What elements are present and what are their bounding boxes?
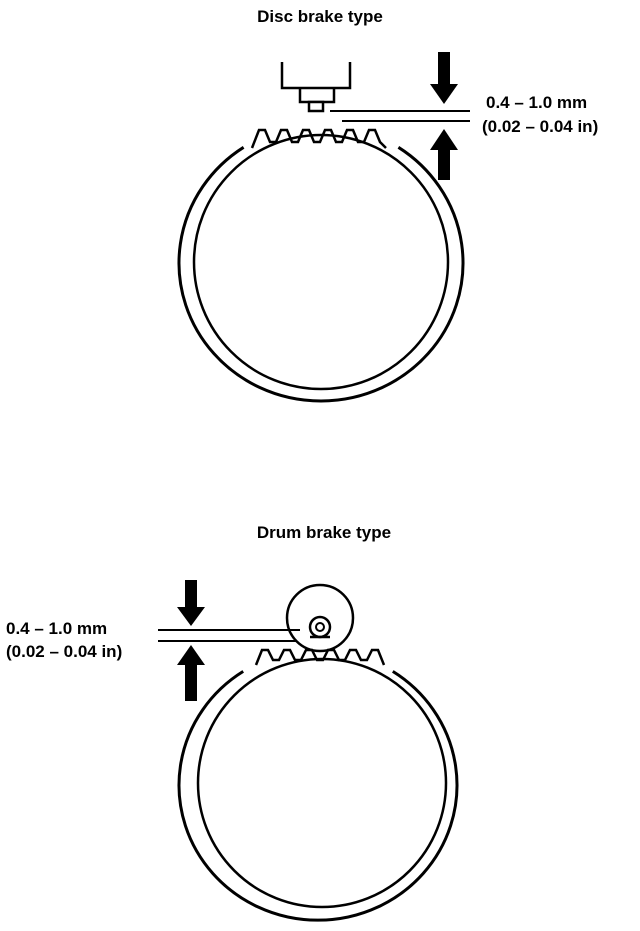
- disc-brake-diagram: Disc brake type 0.4 – 1.0 mm (0.0: [177, 7, 598, 403]
- drum-brake-diagram: Drum brake type 0.4 – 1.0 mm: [6, 523, 459, 922]
- drum-gap-lines: [158, 629, 300, 642]
- disc-sensor: [280, 62, 352, 113]
- disc-arrow-down-icon: [430, 52, 458, 104]
- disc-title: Disc brake type: [257, 7, 383, 26]
- drum-arrow-up-icon: [177, 645, 205, 701]
- drum-gap-mm: 0.4 – 1.0 mm: [6, 619, 107, 638]
- disc-tone-ring: [177, 128, 465, 403]
- disc-gap-lines: [330, 110, 470, 122]
- drum-tone-ring: [177, 648, 459, 922]
- drum-sensor: [285, 583, 355, 653]
- disc-gap-in: (0.02 – 0.04 in): [482, 117, 598, 136]
- drum-gap-in: (0.02 – 0.04 in): [6, 642, 122, 661]
- disc-arrow-up-icon: [430, 129, 458, 180]
- drum-arrow-down-icon: [177, 580, 205, 626]
- disc-gap-mm: 0.4 – 1.0 mm: [486, 93, 587, 112]
- drum-title: Drum brake type: [257, 523, 391, 542]
